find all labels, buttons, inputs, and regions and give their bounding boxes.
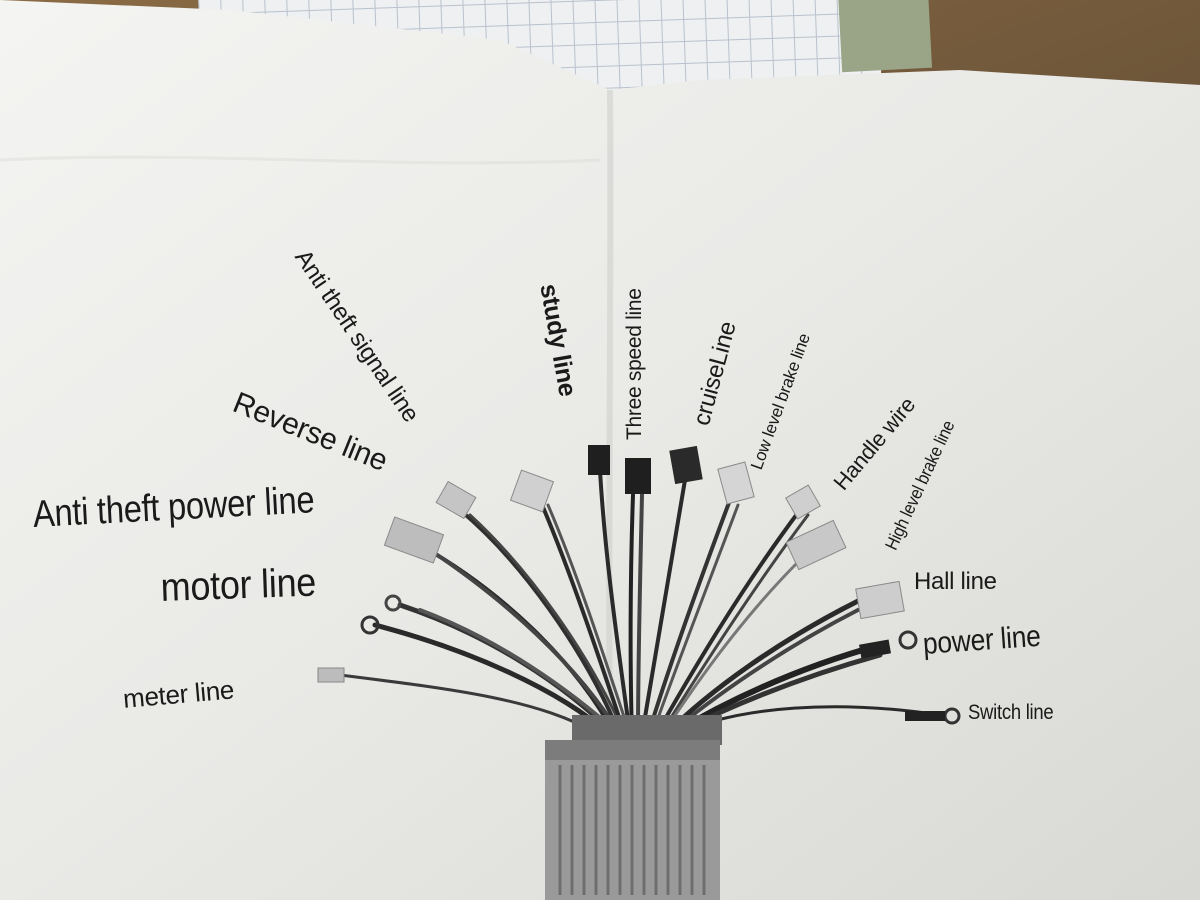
wire-study xyxy=(598,468,632,737)
wire-handle-2 xyxy=(658,513,810,737)
controller-wires xyxy=(338,468,942,738)
label-hall-line: Hall line xyxy=(914,568,997,595)
sleeve-switch xyxy=(905,711,945,721)
connector-hall xyxy=(855,580,905,620)
wire-anti-theft-signal-2 xyxy=(546,503,632,737)
wire-low-brake-2 xyxy=(650,503,740,737)
connector-reverse xyxy=(435,480,477,520)
connector-handle xyxy=(785,484,821,520)
label-motor-line: motor line xyxy=(159,560,317,610)
connector-three-speed xyxy=(625,458,651,494)
ring-terminal-power xyxy=(898,630,918,650)
wire-reverse-2 xyxy=(468,513,627,737)
label-three-speed-line: Three speed line xyxy=(623,288,646,440)
wire-anti-theft-signal xyxy=(538,498,627,737)
sleeve-power xyxy=(859,639,891,659)
wire-connectors xyxy=(317,445,961,725)
connector-anti-theft-signal xyxy=(509,469,555,513)
wire-handle xyxy=(654,508,802,737)
wire-three-speed-1 xyxy=(628,493,635,737)
ring-terminal-motor-2 xyxy=(384,594,402,612)
wire-three-speed-2 xyxy=(636,493,644,737)
ring-terminal-motor-1 xyxy=(360,615,380,635)
connector-anti-theft-power xyxy=(383,516,445,564)
controller-box xyxy=(545,715,722,900)
ring-terminal-switch xyxy=(943,707,961,725)
wire-anti-theft-power-2 xyxy=(428,548,622,737)
wire-low-brake xyxy=(646,498,732,737)
wire-cruise xyxy=(640,478,687,737)
wire-meter xyxy=(338,673,602,737)
connector-meter xyxy=(317,667,345,683)
connector-cruise xyxy=(669,445,703,485)
connector-high-brake xyxy=(785,519,847,571)
connector-low-brake xyxy=(717,461,755,505)
wire-reverse xyxy=(458,508,622,737)
label-switch-line: Switch line xyxy=(968,701,1054,724)
connector-study xyxy=(588,445,610,475)
